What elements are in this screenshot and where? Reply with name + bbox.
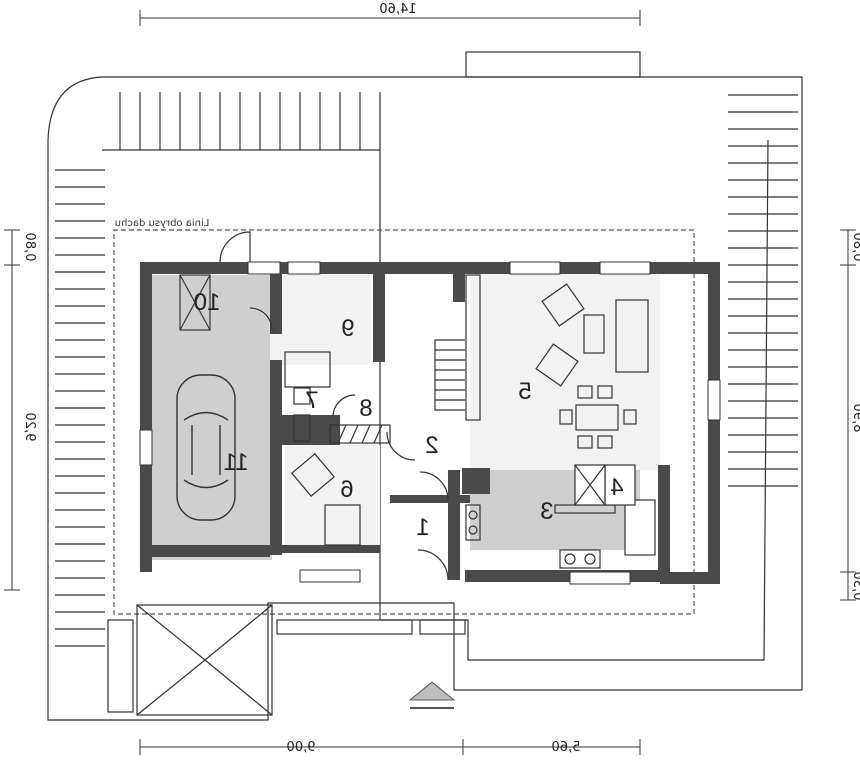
dim-left-middle: 9,20 (22, 413, 37, 442)
dim-top-total: 14,60 (379, 2, 416, 17)
car-icon (176, 374, 236, 521)
room-number-4: 4 (610, 474, 623, 501)
room6-furniture (291, 453, 361, 546)
dimension-lines (4, 10, 856, 755)
mirrored-plan (47, 51, 803, 721)
room-number-7: 7 (305, 387, 318, 414)
terrace-hatching-top (119, 92, 381, 150)
roof-outline-label: Linia obrysu dachu (115, 218, 210, 229)
living-fill (470, 270, 660, 470)
room-number-2: 2 (425, 432, 438, 459)
dim-bottom-right: 5,60 (552, 740, 581, 755)
room-number-11: 11 (224, 449, 249, 476)
room-number-9: 9 (341, 315, 354, 342)
living-furniture (535, 283, 649, 449)
dim-left-upper: 0,80 (22, 233, 37, 262)
entrance-canopy (107, 274, 466, 716)
dim-bottom-left: 9,00 (287, 740, 316, 755)
entrance-arrow-icon (408, 681, 456, 709)
bathroom-fixtures (284, 351, 331, 442)
wardrobe (329, 424, 391, 444)
dim-right-upper: 0,80 (850, 233, 860, 262)
garage-fill (152, 275, 272, 560)
fireplace (462, 468, 490, 494)
dim-right-lower: 0,30 (850, 572, 860, 601)
dim-right-middle: 8,90 (850, 404, 860, 433)
staircase (434, 274, 481, 421)
room-number-1: 1 (416, 514, 429, 541)
kitchen-units (465, 464, 656, 569)
storage-fill (270, 275, 370, 365)
room-number-5: 5 (518, 378, 531, 405)
roof-outline (113, 229, 695, 615)
room-number-10: 10 (194, 289, 221, 316)
walls (140, 262, 720, 584)
windows (139, 261, 721, 585)
room6-fill (285, 445, 380, 545)
room-number-3: 3 (540, 498, 553, 525)
terrace-hatching-right (55, 169, 105, 647)
room-number-8: 8 (359, 395, 372, 422)
terrace-hatching-left (728, 94, 798, 487)
room-number-6: 6 (340, 476, 353, 503)
doors (219, 231, 449, 581)
